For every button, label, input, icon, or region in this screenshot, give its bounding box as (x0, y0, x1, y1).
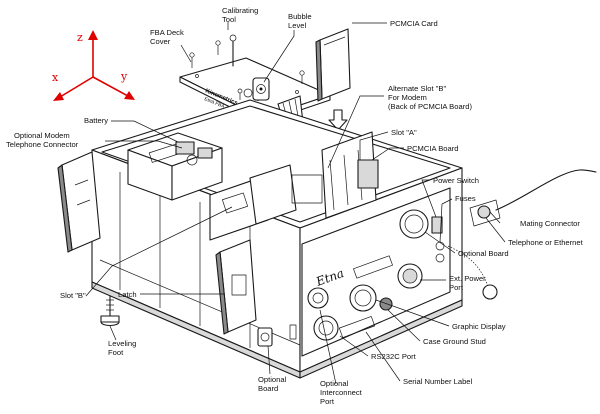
ext-power-port (397, 263, 423, 289)
label-ext-power-port-2: Port (449, 283, 464, 292)
label-bubble-level-1: Bubble (288, 12, 312, 21)
label-optional-interconnect-3: Port (320, 397, 335, 406)
serial-number-label (338, 316, 376, 338)
label-fba-deck-cover-1: FBA Deck (150, 28, 184, 37)
label-fuses: Fuses (455, 194, 476, 203)
label-case-ground-stud: Case Ground Stud (423, 337, 486, 346)
leveling-foot (100, 295, 120, 327)
interconnect-port (307, 287, 329, 309)
telephone-cable (469, 169, 597, 227)
label-telephone-or-ethernet: Telephone or Ethernet (508, 238, 584, 247)
insert-arrow (328, 109, 348, 131)
modem-connector (175, 141, 213, 159)
label-battery: Battery (84, 116, 108, 125)
label-optional-board-bottom-1: Optional (258, 375, 287, 384)
label-pcmcia-card: PCMCIA Card (390, 19, 438, 28)
label-leveling-foot-2: Foot (108, 348, 124, 357)
optional-board-port (399, 209, 429, 239)
battery (127, 132, 223, 201)
axis-x-label: x (52, 71, 59, 84)
axis-z-label: z (77, 31, 83, 44)
label-latch: Latch (118, 290, 137, 299)
label-calibrating-tool-2: Tool (222, 15, 236, 24)
label-optional-modem-2: Telephone Connector (6, 140, 79, 149)
label-optional-interconnect-2: Interconnect (320, 388, 363, 397)
case-ground-stud (379, 297, 393, 311)
slot-b (222, 192, 248, 214)
left-handle-block (57, 151, 101, 253)
label-graphic-display: Graphic Display (452, 322, 506, 331)
pcmcia-card (315, 28, 351, 102)
label-calibrating-tool-1: Calibrating (222, 6, 258, 15)
label-alternate-slot-b-3: (Back of PCMCIA Board) (388, 102, 472, 111)
label-optional-modem-1: Optional Modem (14, 131, 70, 140)
label-slot-a: Slot "A" (391, 128, 417, 137)
dust-cap-chain (447, 245, 498, 300)
label-mating-connector: Mating Connector (520, 219, 580, 228)
rs232c-port (313, 315, 339, 341)
label-power-switch: Power Switch (433, 176, 479, 185)
graphic-display (349, 284, 377, 312)
label-fba-deck-cover-2: Cover (150, 37, 171, 46)
label-ext-power-port-1: Ext. Power (449, 274, 486, 283)
callout-labels: FBA Deck Cover Calibrating Tool Bubble L… (6, 6, 584, 406)
latch (215, 239, 257, 335)
label-bubble-level-2: Level (288, 21, 306, 30)
interior-block (209, 164, 323, 241)
axis-y-label: y (120, 70, 128, 83)
power-switch (431, 216, 443, 234)
label-alternate-slot-b-2: For Modem (388, 93, 427, 102)
label-optional-interconnect-1: Optional (320, 379, 349, 388)
axis-triad: z x y (52, 30, 135, 101)
bubble-level (252, 77, 270, 101)
label-optional-board-bottom-2: Board (258, 384, 278, 393)
label-alternate-slot-b-1: Alternate Slot "B" (388, 84, 446, 93)
side-connector (257, 324, 297, 347)
label-pcmcia-board: PCMCIA Board (407, 144, 459, 153)
label-serial-number-label: Serial Number Label (403, 377, 473, 386)
label-slot-b: Slot "B" (60, 291, 86, 300)
label-leveling-foot-1: Leveling (108, 339, 136, 348)
label-optional-board-right: Optional Board (458, 249, 509, 258)
slot-a (357, 159, 379, 189)
leader-lines (85, 22, 506, 385)
label-rs232c-port: RS232C Port (371, 352, 417, 361)
calibrating-tool (229, 34, 237, 67)
pcmcia-board (321, 131, 377, 219)
